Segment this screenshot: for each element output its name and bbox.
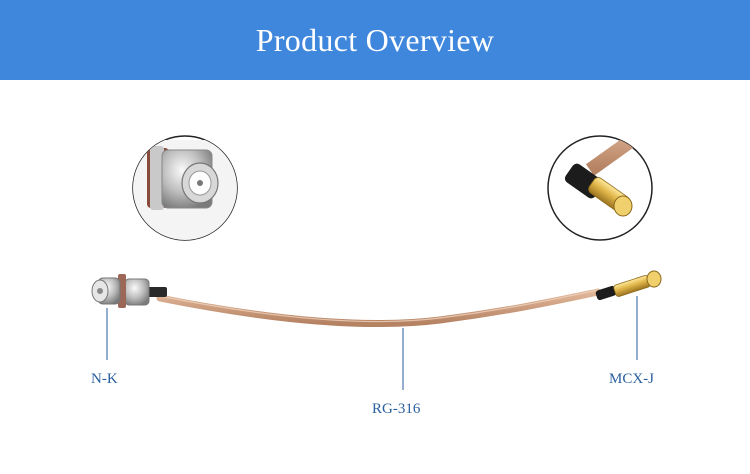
n-k-closeup-view: [132, 135, 238, 241]
header-banner: Product Overview: [0, 0, 750, 80]
rg-316-cable: [156, 288, 602, 328]
cable-diagram: [91, 135, 662, 390]
mcx-j-connector: [595, 270, 662, 301]
mcx-j-closeup-view: [547, 135, 653, 241]
product-illustration: [0, 80, 750, 474]
n-k-label: N-K: [91, 371, 118, 387]
rg-316-label: RG-316: [372, 401, 421, 417]
n-k-connector: [91, 274, 167, 308]
page-title: Product Overview: [255, 21, 495, 58]
mcx-j-label: MCX-J: [609, 371, 655, 387]
